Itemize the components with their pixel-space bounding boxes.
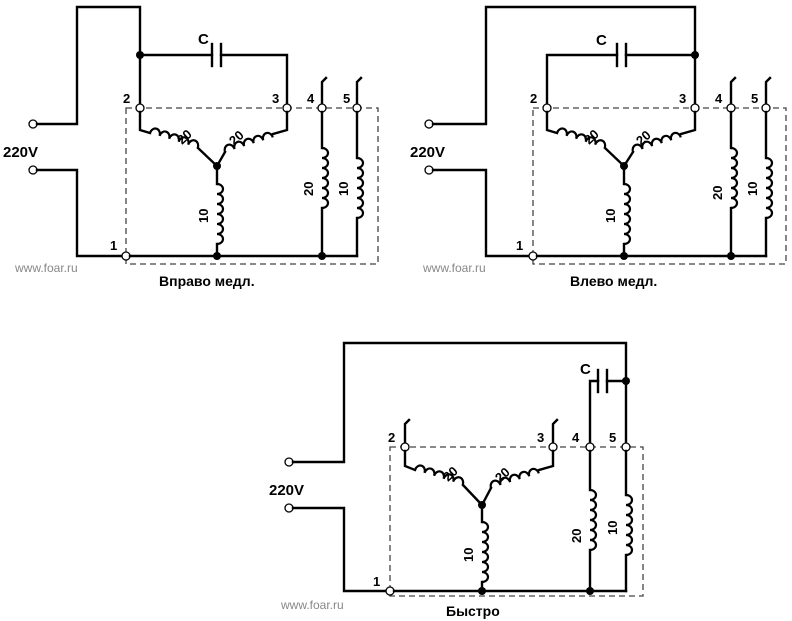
motor-box bbox=[532, 107, 787, 265]
winding-5 bbox=[764, 156, 774, 220]
winding-1 bbox=[480, 520, 490, 584]
winding-1 bbox=[622, 182, 632, 246]
junction-dot bbox=[727, 252, 735, 260]
wire-w2 bbox=[545, 110, 559, 135]
diagram-left-slow: C 1 2 3 4 5 20 20 10 20 10 bbox=[410, 5, 787, 289]
voltage-label: 220V bbox=[410, 144, 445, 161]
voltage-label: 220V bbox=[3, 144, 38, 161]
watermark: www.foar.ru bbox=[280, 598, 344, 612]
diagram-right-slow: C 1 2 3 4 5 20 20 10 20 1 bbox=[3, 5, 379, 289]
junction-dot bbox=[586, 587, 594, 595]
winding-label-d: 20 bbox=[569, 529, 584, 543]
wire-w2 bbox=[403, 449, 417, 472]
capacitor-label: C bbox=[580, 361, 591, 378]
supply-wire-bottom bbox=[35, 168, 124, 258]
cap-wire-right bbox=[219, 53, 289, 106]
terminal-label-1: 1 bbox=[373, 574, 380, 589]
junction-dot bbox=[620, 252, 628, 260]
wire-w2-center bbox=[196, 146, 219, 168]
winding-label-c: 10 bbox=[603, 209, 618, 223]
lead-3 bbox=[551, 418, 559, 445]
wire-w2-center bbox=[603, 146, 626, 168]
terminal-label-5: 5 bbox=[343, 91, 350, 106]
winding-label-e: 10 bbox=[745, 182, 760, 196]
diagram-caption: Быстро bbox=[446, 603, 500, 619]
watermark: www.foar.ru bbox=[14, 261, 78, 275]
winding-4 bbox=[588, 488, 598, 552]
winding-5 bbox=[624, 493, 634, 557]
capacitor-label: C bbox=[596, 32, 607, 49]
lead-4 bbox=[320, 76, 328, 106]
terminal-label-4: 4 bbox=[307, 91, 315, 106]
supply-wire-top bbox=[431, 5, 697, 126]
junction-dot bbox=[213, 252, 221, 260]
winding-label-e: 10 bbox=[605, 521, 620, 535]
winding-label-a: 20 bbox=[174, 126, 195, 147]
terminal-label-4: 4 bbox=[715, 91, 723, 106]
lead-4 bbox=[729, 76, 737, 106]
winding-label-c: 10 bbox=[461, 548, 476, 562]
supply-wire-top bbox=[35, 5, 142, 126]
supply-wire-bottom bbox=[431, 168, 531, 258]
terminal-label-3: 3 bbox=[679, 91, 686, 106]
lead-5 bbox=[355, 76, 363, 106]
winding-4 bbox=[729, 146, 739, 210]
cap-wire-left bbox=[545, 53, 619, 106]
terminal-label-5: 5 bbox=[609, 430, 616, 445]
winding-label-c: 10 bbox=[196, 209, 211, 223]
diagram-caption: Влево медл. bbox=[570, 273, 657, 289]
winding-4 bbox=[320, 146, 330, 210]
terminal-label-4: 4 bbox=[572, 430, 580, 445]
winding-1 bbox=[215, 182, 225, 246]
terminal-label-2: 2 bbox=[388, 430, 395, 445]
wire-w3 bbox=[679, 110, 697, 136]
junction-dot bbox=[622, 377, 630, 385]
terminal-label-3: 3 bbox=[272, 91, 279, 106]
terminal-label-1: 1 bbox=[110, 238, 117, 253]
wire-w3 bbox=[271, 110, 289, 136]
winding-label-d: 20 bbox=[710, 186, 725, 200]
winding-label-a: 20 bbox=[440, 463, 461, 484]
junction-dot bbox=[136, 51, 144, 59]
terminal-label-1: 1 bbox=[516, 238, 523, 253]
junction-dot bbox=[478, 587, 486, 595]
terminal-label-3: 3 bbox=[537, 430, 544, 445]
winding-label-e: 10 bbox=[336, 182, 351, 196]
lead-2 bbox=[403, 418, 411, 445]
motor-box bbox=[125, 107, 379, 265]
lead-5 bbox=[764, 76, 772, 106]
wire-w2 bbox=[138, 110, 152, 135]
junction-dot bbox=[318, 252, 326, 260]
wire-w3 bbox=[537, 449, 555, 472]
winding-5 bbox=[355, 156, 365, 220]
supply-wire-top bbox=[291, 341, 628, 464]
terminal-label-5: 5 bbox=[751, 91, 758, 106]
winding-label-a: 20 bbox=[581, 126, 602, 147]
capacitor-label: C bbox=[198, 31, 209, 48]
supply-wire-bottom bbox=[291, 506, 388, 593]
wire-w2-center bbox=[461, 483, 484, 507]
terminal-label-2: 2 bbox=[530, 91, 537, 106]
terminal-label-2: 2 bbox=[123, 91, 130, 106]
junction-dot bbox=[691, 51, 699, 59]
winding-label-d: 20 bbox=[301, 182, 316, 196]
diagram-caption: Вправо медл. bbox=[159, 273, 255, 289]
voltage-label: 220V bbox=[269, 482, 304, 499]
watermark: www.foar.ru bbox=[422, 261, 486, 275]
diagram-fast: C 1 2 3 4 5 20 20 10 20 10 bbox=[269, 341, 644, 619]
cap-wire-left bbox=[588, 379, 600, 445]
